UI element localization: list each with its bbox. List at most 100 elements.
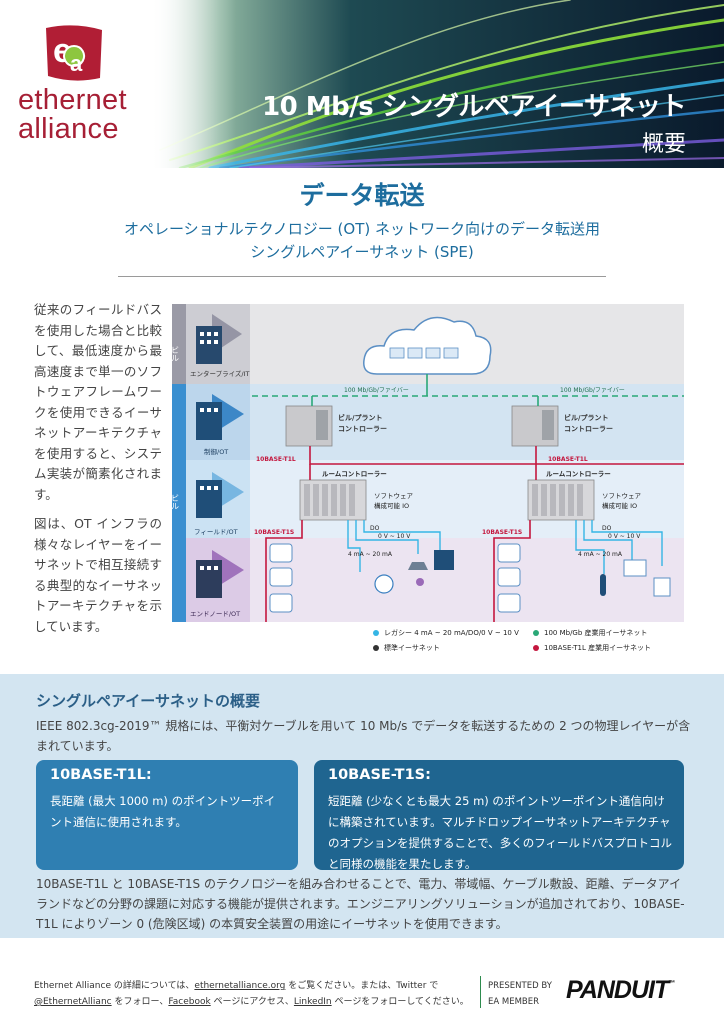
layer-label-field: フィールド/OT (194, 528, 238, 536)
side-paragraph-1: 従来のフィールドバスを使用した場合と比較して、最低速度から最高速度まで単一のソフ… (34, 302, 162, 502)
legend-dot-standard (373, 645, 379, 651)
footer-text-1: Ethernet Alliance の詳細については、 (34, 981, 195, 991)
header: e a ethernet alliance 10 Mb/s シングルペアイーサネ… (0, 0, 724, 168)
lamp-icon (408, 562, 428, 570)
legend-dot-industrial-t1l (533, 645, 539, 651)
logo-wordmark: ethernet alliance (18, 86, 127, 144)
layer-band-field (172, 460, 684, 538)
light-sensor-icon (374, 574, 394, 594)
diagram-legend: レガシー 4 mA ~ 20 mA/DO/0 V ~ 10 V 100 Mb/G… (373, 628, 693, 658)
plant-controller-left-l1: ビル/プラント (338, 413, 383, 422)
footer-link-twitter[interactable]: @EthernetAllianc (34, 997, 112, 1007)
presented-by: PRESENTED BY EA MEMBER (488, 978, 552, 1010)
sensor-devices-left (269, 543, 293, 613)
thermometer-icon (600, 574, 606, 596)
legend-label-standard: 標準イーサネット (384, 644, 440, 652)
cloud-screen-icons (389, 347, 459, 359)
card-10base-t1s-title: 10BASE-T1S: (328, 767, 431, 783)
footer-text-2: をご覧ください。または、Twitter で (285, 981, 439, 991)
layer-label-enterprise: エンタープライズ/IT (190, 369, 250, 378)
plant-controller-left (285, 405, 333, 447)
software-left-l1: ソフトウェア (374, 492, 414, 500)
layer-band-endnode (172, 538, 684, 622)
network-architecture-diagram: ビル ビル エンタープライズ/IT 制御/OT フィールド/OT エンドノード/… (172, 304, 684, 622)
room-controller-left-label: ルームコントローラー (322, 470, 387, 478)
software-right-l1: ソフトウェア (602, 492, 642, 500)
footer-link-facebook[interactable]: Facebook (168, 997, 211, 1007)
legend-dot-legacy (373, 630, 379, 636)
switch-icon (653, 577, 671, 597)
overview-title: シングルペアイーサネットの概要 (36, 692, 260, 710)
footer-text-3: をフォロー、 (111, 997, 169, 1007)
legend-label-industrial-t1l: 10BASE-T1L 産業用イーサネット (544, 644, 651, 652)
panduit-trademark: ™ (668, 980, 676, 987)
section-subtitle: オペレーショナルテクノロジー (OT) ネットワーク向けのデータ転送用 シングル… (0, 218, 724, 264)
card-10base-t1l-body: 長距離 (最大 1000 m) のポイントツーポイント通信に使用されます。 (50, 794, 276, 829)
section-subtitle-line-1: オペレーショナルテクノロジー (OT) ネットワーク向けのデータ転送用 (123, 220, 600, 238)
document-subtitle: 概要 (641, 132, 686, 157)
legend-dot-industrial-100 (533, 630, 539, 636)
logo-line-2: alliance (18, 113, 119, 145)
plant-controller-right-l1: ビル/プラント (564, 413, 609, 422)
card-10base-t1l: 10BASE-T1L: 長距離 (最大 1000 m) のポイントツーポイント通… (36, 760, 298, 870)
footer-link-website[interactable]: ethernetalliance.org (194, 981, 286, 991)
t1l-label-right: 10BASE-T1L (548, 456, 588, 463)
plant-controller-right (511, 405, 559, 447)
card-10base-t1l-title: 10BASE-T1L: (50, 767, 152, 783)
fiber-label-left: 100 Mb/Gb/ファイバー (344, 387, 409, 394)
heater-icon (623, 559, 647, 577)
building-strip-mid (172, 384, 186, 622)
plant-controller-right-l2: コントローラー (564, 425, 613, 433)
card-10base-t1s-body: 短距離 (少なくとも最大 25 m) のポイントツーポイント通信向けに構築されて… (328, 794, 672, 871)
v-range-right: 0 V ~ 10 V (608, 533, 641, 540)
room-controller-right (527, 479, 595, 521)
do-label-right: DO (602, 525, 612, 532)
do-label-left: DO (370, 525, 380, 532)
document-title: 10 Mb/s シングルペアイーサネット (262, 92, 686, 122)
fiber-optic-art (150, 0, 724, 168)
footer-separator (480, 976, 481, 1008)
panduit-logo: PANDUIT™ (566, 976, 675, 1005)
panduit-wordmark: PANDUIT (566, 976, 669, 1004)
person-icon (416, 578, 424, 586)
building-label-mid: ビル (172, 494, 180, 510)
overview-intro: IEEE 802.3cg-2019™ 規格には、平衡対ケーブルを用いて 10 M… (36, 719, 691, 753)
overview-outro: 10BASE-T1L と 10BASE-T1S のテクノロジーを組み合わせること… (36, 877, 685, 931)
software-left-l2: 構成可能 IO (374, 501, 409, 510)
footer-text-4: ページにアクセス、 (210, 997, 294, 1007)
card-10base-t1s: 10BASE-T1S: 短距離 (少なくとも最大 25 m) のポイントツーポイ… (314, 760, 684, 871)
ethernet-alliance-logo-icon: e a (46, 25, 102, 81)
svg-text:a: a (70, 51, 83, 76)
room-controller-right-label: ルームコントローラー (546, 470, 611, 478)
presented-line-1: PRESENTED BY (488, 981, 552, 991)
room-controller-left (299, 479, 367, 521)
plant-controller-left-l2: コントローラー (338, 425, 387, 433)
footer-text-5: ページをフォローしてください。 (331, 997, 469, 1007)
legend-label-industrial-100: 100 Mb/Gb 産業用イーサネット (544, 629, 648, 637)
overview-panel: シングルペアイーサネットの概要 IEEE 802.3cg-2019™ 規格には、… (0, 674, 724, 938)
building-strip-top (172, 304, 186, 384)
t1s-label-right: 10BASE-T1S (482, 529, 522, 536)
section-title: データ転送 (299, 181, 425, 210)
t1s-label-left: 10BASE-T1S (254, 529, 294, 536)
side-description: 従来のフィールドバスを使用した場合と比較して、最低速度から最高速度まで単一のソフ… (34, 300, 162, 646)
legend-item-legacy: レガシー 4 mA ~ 20 mA/DO/0 V ~ 10 V (373, 628, 533, 638)
section-subtitle-line-2: シングルペアイーサネット (SPE) (250, 243, 474, 261)
legend-label-legacy: レガシー 4 mA ~ 20 mA/DO/0 V ~ 10 V (384, 629, 519, 637)
presented-line-2: EA MEMBER (488, 997, 540, 1007)
sensor-devices-right (497, 543, 521, 613)
t1l-label-left: 10BASE-T1L (256, 456, 296, 463)
ma-range-left: 4 mA ~ 20 mA (348, 551, 393, 558)
cloud-icon (363, 316, 492, 375)
legend-item-industrial-100: 100 Mb/Gb 産業用イーサネット (533, 628, 693, 638)
ma-range-right: 4 mA ~ 20 mA (578, 551, 623, 558)
divider (118, 276, 606, 277)
legend-item-standard: 標準イーサネット (373, 643, 533, 653)
v-range-left: 0 V ~ 10 V (378, 533, 411, 540)
footer-link-linkedin[interactable]: LinkedIn (293, 997, 332, 1007)
building-window-icons (200, 332, 218, 570)
layer-label-endnode: エンドノード/OT (190, 610, 240, 618)
fiber-label-right: 100 Mb/Gb/ファイバー (560, 387, 625, 394)
fan-icon (434, 550, 454, 570)
legend-item-industrial-t1l: 10BASE-T1L 産業用イーサネット (533, 643, 693, 653)
